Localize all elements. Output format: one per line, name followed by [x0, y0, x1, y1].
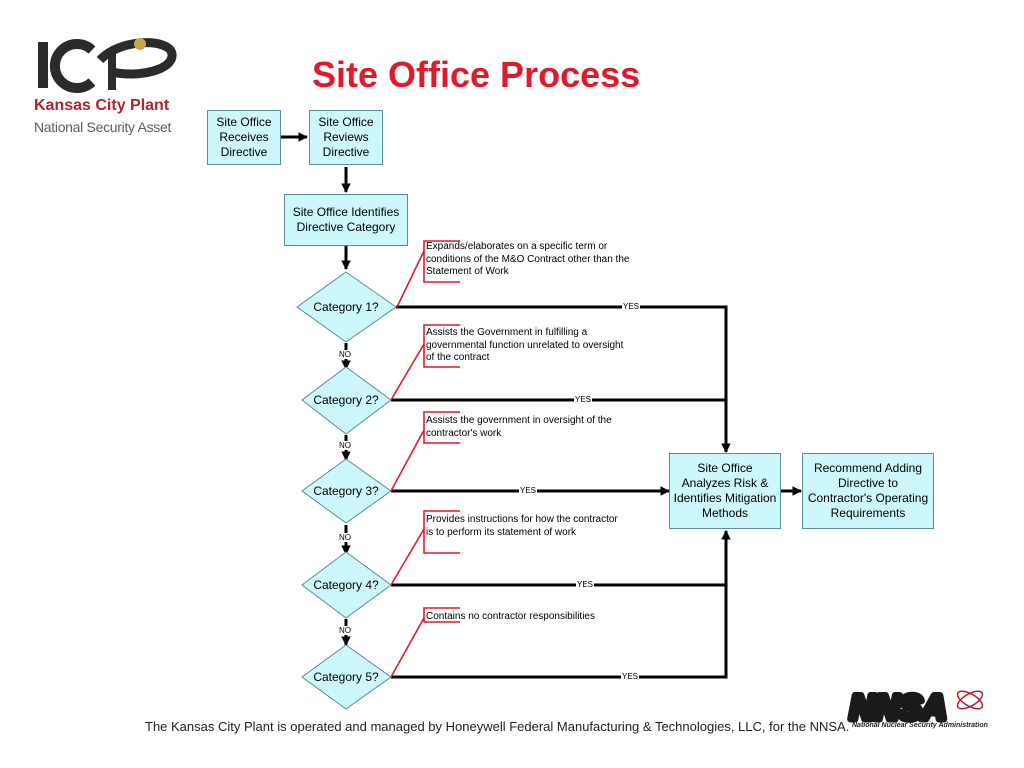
decision-label-category-2: Category 2?: [313, 393, 379, 407]
decision-label-category-3: Category 3?: [313, 484, 379, 498]
yes-label-5: YES: [621, 672, 640, 681]
svg-text:NNSA: NNSA: [850, 689, 946, 727]
no-label-4: NO: [338, 626, 352, 635]
callout-bracket-5: [390, 607, 460, 678]
yes-label-4: YES: [576, 580, 595, 589]
box-site-office-analyzes: Site Office Analyzes Risk & Identifies M…: [669, 453, 781, 529]
nnsa-subtitle: National Nuclear Security Administration: [852, 722, 988, 729]
diamond-category-4: [301, 551, 392, 619]
callout-note-5: Contains no contractor responsibilities: [426, 611, 595, 622]
svg-text:NNSA: NNSA: [850, 689, 946, 727]
callout-bracket-3: [390, 411, 460, 492]
decision-diamonds: [296, 271, 397, 710]
box-site-office-identifies: Site Office Identifies Directive Categor…: [284, 194, 408, 246]
diamond-category-5: [301, 644, 392, 710]
no-label-2: NO: [338, 441, 352, 450]
box-site-office-receives: Site Office Receives Directive: [207, 110, 281, 165]
callout-note-4: Provides instructions for how the contra…: [426, 514, 618, 538]
diamond-category-1: [296, 271, 397, 343]
decision-label-category-5: Category 5?: [313, 670, 379, 684]
page-title: Site Office Process: [312, 54, 641, 95]
callout-note-3: Assists the government in oversight of t…: [426, 415, 612, 439]
nnsa-logo-icon: NNSA NNSA: [847, 686, 984, 731]
logo-name: Kansas City Plant: [34, 97, 170, 114]
footer-text: The Kansas City Plant is operated and ma…: [145, 719, 850, 734]
no-label-1: NO: [338, 350, 352, 359]
connectors: [280, 132, 802, 679]
callout-bracket-4: [390, 510, 460, 586]
yes-label-3: YES: [519, 486, 538, 495]
yes-line-1: [396, 305, 731, 453]
decision-label-category-4: Category 4?: [313, 578, 379, 592]
callout-note-1: Expands/elaborates on a specific term or…: [426, 241, 630, 277]
box-recommend-adding: Recommend Adding Directive to Contractor…: [802, 453, 934, 529]
callout-bracket-1: [396, 240, 460, 308]
box-site-office-reviews: Site Office Reviews Directive: [309, 110, 383, 165]
decision-label-category-1: Category 1?: [313, 300, 379, 314]
callouts: [390, 240, 460, 678]
kcp-logo-icon: [38, 38, 177, 93]
diamond-category-3: [301, 458, 392, 524]
yes-label-2: YES: [574, 395, 593, 404]
logo-subtitle: National Security Asset: [34, 119, 172, 135]
no-label-3: NO: [338, 533, 352, 542]
yes-label-1: YES: [622, 302, 641, 311]
callout-note-2: Assists the Government in fulfilling a g…: [426, 327, 624, 363]
yes-line-5: [391, 530, 731, 679]
diamond-category-2: [301, 366, 392, 435]
callout-bracket-2: [390, 324, 460, 401]
